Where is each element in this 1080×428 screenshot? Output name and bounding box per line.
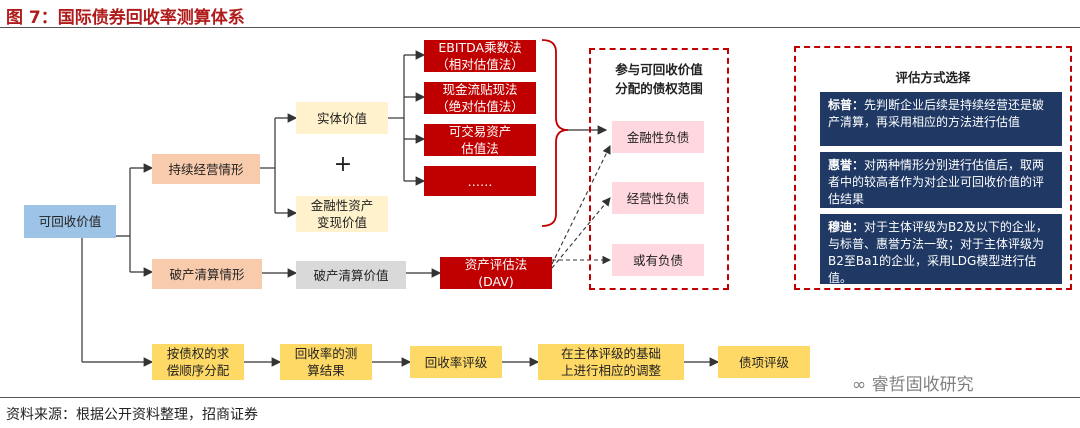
valuation-moodys: 穆迪：对于主体评级为B2及以下的企业，与标普、惠誉方法一致；对于主体评级为B2至… (820, 214, 1062, 285)
liquidation-value: 破产清算价值 (296, 261, 406, 289)
method-ebitda-multiple: EBITDA乘数法 （相对估值法） (424, 40, 536, 72)
valuation-fitch: 惠誉：对两种情形分别进行估值后，取两者中的较高者作为对企业可回收价值的评估结果 (820, 152, 1062, 208)
watermark-text: 睿哲固收研究 (871, 375, 974, 395)
valuation-choice-frame (794, 46, 1072, 290)
claim-financial-liabilities: 金融性负债 (612, 121, 704, 153)
dav-method: 资产评估法 (DAV) (440, 257, 552, 289)
top-rule (0, 27, 1080, 28)
root-recoverable-value: 可回收价值 (24, 205, 116, 238)
process-distribution-by-seniority: 按债权的求 偿顺序分配 (152, 344, 244, 380)
valuation-fitch-text: 对两种情形分别进行估值后，取两者中的较高者作为对企业可回收价值的评估结果 (828, 158, 1045, 206)
valuation-sp-name: 标普： (828, 98, 865, 112)
figure-title: 图 7：国际债券回收率测算体系 (6, 8, 245, 28)
method-others: …… (424, 166, 536, 196)
financial-asset-value: 金融性资产 变现价值 (296, 196, 388, 232)
figure-source: 资料来源：根据公开资料整理，招商证券 (6, 407, 258, 423)
valuation-sp: 标普：先判断企业后续是持续经营还是破产清算，再采用相应的方法进行估值 (820, 92, 1062, 146)
valuation-fitch-name: 惠誉： (828, 158, 865, 172)
claim-operating-liabilities: 经营性负债 (612, 182, 704, 214)
process-recovery-result: 回收率的测 算结果 (280, 344, 372, 380)
valuation-sp-text: 先判断企业后续是持续经营还是破产清算，再采用相应的方法进行估值 (828, 98, 1045, 129)
process-issuer-adjustment: 在主体评级的基础 上进行相应的调整 (538, 344, 684, 380)
valuation-moodys-text: 对于主体评级为B2及以下的企业，与标普、惠誉方法一致；对于主体评级为B2至Ba1… (828, 220, 1048, 285)
method-tradable-assets: 可交易资产 估值法 (424, 124, 536, 156)
claims-range-frame (589, 48, 729, 290)
bottom-rule (0, 397, 1080, 398)
going-concern-scenario: 持续经营情形 (152, 154, 260, 184)
valuation-choice-title: 评估方式选择 (895, 70, 971, 85)
watermark: ∞ 睿哲固收研究 (852, 370, 974, 395)
method-dcf: 现金流贴现法 （绝对估值法） (424, 82, 536, 114)
plus-sign: + (333, 151, 353, 177)
valuation-moodys-name: 穆迪： (828, 220, 865, 234)
process-recovery-rating: 回收率评级 (410, 346, 502, 378)
claim-contingent-liabilities: 或有负债 (612, 244, 704, 276)
liquidation-scenario: 破产清算情形 (152, 259, 262, 289)
entity-value: 实体价值 (296, 102, 388, 134)
wechat-icon: ∞ (852, 375, 872, 395)
claims-range-title: 参与可回收价值 分配的债权范围 (615, 62, 703, 96)
process-issue-rating: 债项评级 (718, 346, 810, 378)
